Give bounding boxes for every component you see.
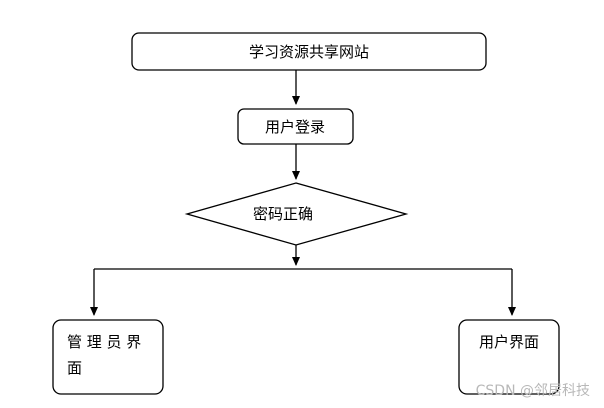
node-admin <box>52 319 164 395</box>
node-user <box>458 319 560 395</box>
node-user-label: 用户界面 <box>479 333 539 351</box>
node-site <box>131 32 487 71</box>
node-admin-label-line2: 面 <box>67 359 82 377</box>
node-site-label: 学习资源共享网站 <box>249 43 369 61</box>
node-check-label: 密码正确 <box>253 205 313 223</box>
node-admin-label-line1: 管 理 员 界 <box>67 333 141 351</box>
watermark: CSDN @邻居科技 <box>475 383 590 399</box>
node-login-label: 用户登录 <box>265 118 325 136</box>
